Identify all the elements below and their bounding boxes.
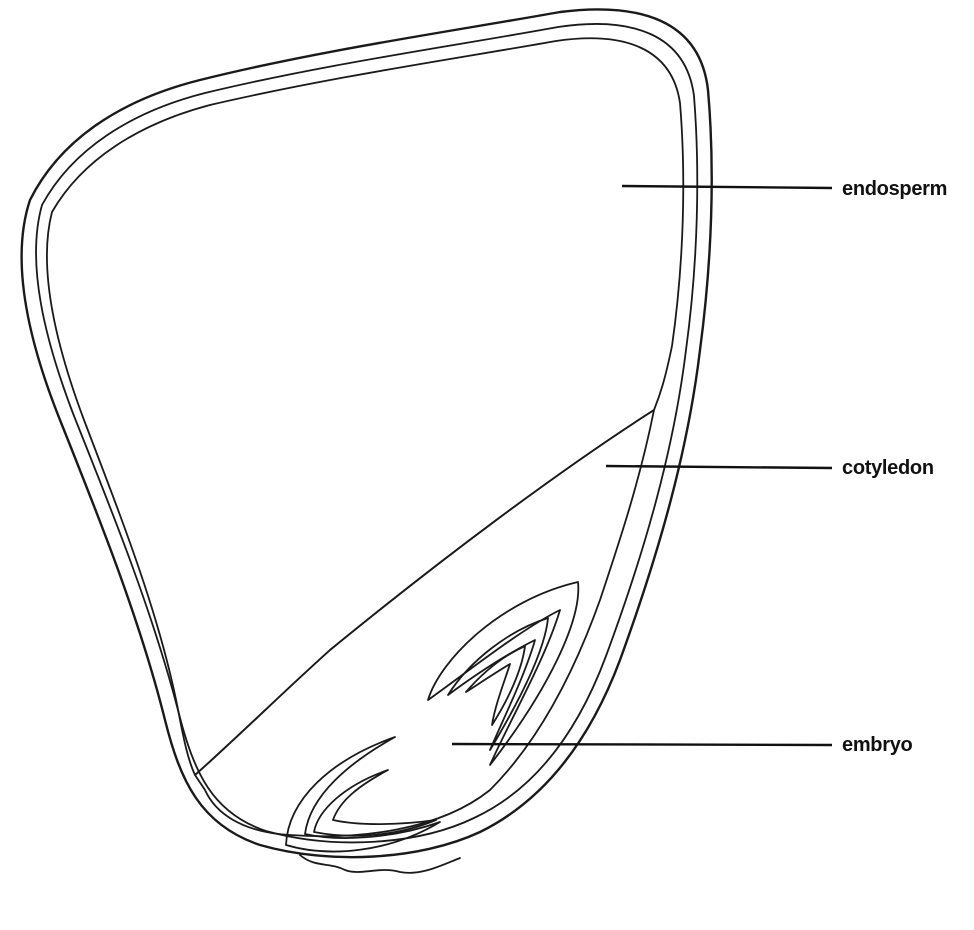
embryo-plumule-middle [448,618,548,750]
embryo-leader-line [452,744,832,745]
cotyledon-region [195,410,654,836]
endosperm-leader-line [622,186,832,188]
embryo-plumule-inner [466,646,525,725]
embryo-plumule-outer [428,582,578,765]
seed-coat [22,9,712,857]
cotyledon-label: cotyledon [842,457,934,479]
embryo-radicle-inner [314,770,436,836]
hilum-base [300,855,460,873]
embryo-label: embryo [842,734,913,756]
seed-coat-inner-line [36,24,697,842]
endosperm-region [47,38,683,775]
endosperm-label: endosperm [842,178,947,200]
